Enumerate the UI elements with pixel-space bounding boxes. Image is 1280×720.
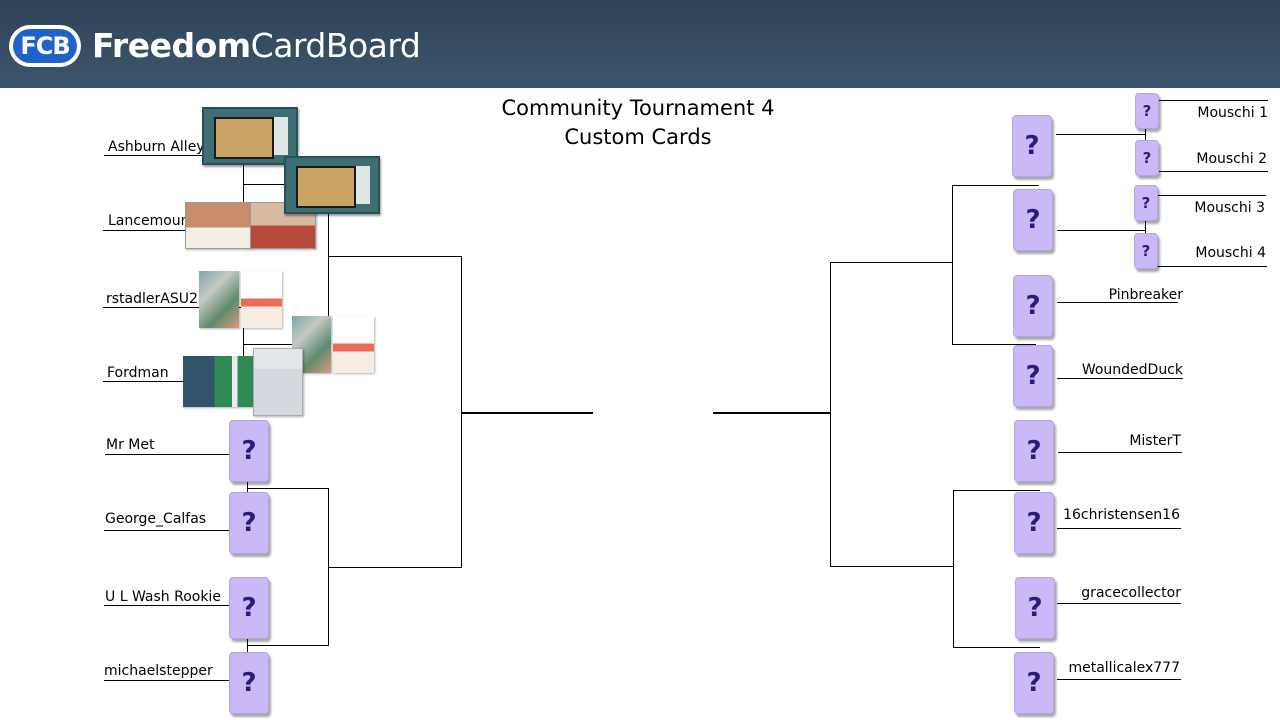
bracket-line	[1057, 378, 1183, 379]
bracket-line	[1145, 221, 1146, 233]
jersey-patch-card-back[interactable]	[253, 348, 303, 416]
bracket-line	[243, 307, 244, 381]
unknown-card-placeholder[interactable]: ?	[1014, 420, 1054, 482]
bracket-line	[103, 307, 244, 308]
left-player-6: George_Calfas	[105, 511, 207, 527]
refractor-card[interactable]	[199, 271, 239, 328]
left-player-5: Mr Met	[106, 437, 155, 453]
bracket-line	[104, 605, 248, 606]
unknown-card-placeholder[interactable]: ?	[1015, 577, 1055, 639]
unknown-card-placeholder[interactable]: ?	[229, 492, 269, 554]
bracket-line	[952, 185, 953, 345]
bracket-line	[831, 566, 954, 567]
bracket-line	[248, 488, 329, 489]
bracket-line	[104, 530, 248, 531]
right-player-6: WoundedDuck	[1081, 362, 1183, 378]
refractor-card-back[interactable]	[241, 271, 282, 328]
site-header: FCB FreedomCardBoard	[0, 0, 1280, 88]
unknown-card-placeholder[interactable]: ?	[1013, 275, 1053, 337]
graded-card-slab[interactable]	[284, 156, 380, 214]
bracket-line	[952, 185, 1039, 186]
unknown-card-placeholder[interactable]: ?	[229, 652, 269, 714]
left-player-2: Lancemount	[108, 213, 196, 229]
bracket-line	[1157, 266, 1267, 267]
bracket-line	[247, 605, 248, 680]
bracket-line	[953, 490, 954, 648]
bracket-line	[103, 381, 244, 382]
right-player-2: Mouschi 2	[1196, 151, 1267, 167]
tournament-title: Community Tournament 4 Custom Cards	[488, 94, 788, 152]
bracket-line	[1057, 603, 1181, 604]
right-player-3: Mouschi 3	[1194, 200, 1265, 216]
bracket-line	[1057, 302, 1178, 303]
bracket-line	[243, 155, 244, 231]
unknown-card-placeholder[interactable]: ?	[229, 577, 269, 639]
bracket-line	[328, 256, 462, 257]
left-player-4: Fordman	[107, 365, 169, 381]
right-player-5: Pinbreaker	[1108, 287, 1183, 303]
slab-label	[356, 166, 370, 204]
fcb-logo[interactable]: FCB	[9, 25, 81, 67]
left-player-8: michaelstepper	[104, 663, 213, 679]
bracket-line	[104, 680, 248, 681]
bracket-line	[1057, 679, 1181, 680]
right-player-9: gracecollector	[1081, 585, 1181, 601]
autograph-card[interactable]	[185, 202, 251, 249]
bracket-line	[103, 230, 244, 231]
left-player-3: rstadlerASU22	[106, 291, 207, 307]
unknown-card-placeholder[interactable]: ?	[1014, 492, 1054, 554]
right-player-1: Mouschi 1	[1197, 105, 1268, 121]
bracket-line	[1158, 195, 1266, 196]
bracket-line	[831, 262, 953, 263]
brand-name[interactable]: FreedomCardBoard	[92, 26, 421, 66]
brand-name-light: CardBoard	[250, 26, 421, 65]
bracket-line	[1058, 452, 1182, 453]
left-player-7: U L Wash Rookie	[105, 589, 221, 605]
bracket-line	[244, 344, 328, 345]
bracket-line	[1057, 230, 1146, 231]
left-player-1: Ashburn Alley	[108, 139, 205, 155]
graded-card-slab[interactable]	[202, 107, 298, 165]
bracket-line	[104, 155, 244, 156]
right-player-10: metallicalex777	[1068, 660, 1180, 676]
unknown-card-placeholder[interactable]: ?	[1014, 652, 1054, 714]
refractor-card-back[interactable]	[333, 316, 374, 373]
bracket-line	[1158, 100, 1268, 101]
bracket-line	[1056, 134, 1146, 135]
slab-label	[274, 117, 288, 155]
card-photo	[214, 117, 274, 159]
bracket-line	[713, 412, 831, 414]
unknown-card-placeholder[interactable]: ?	[229, 420, 269, 482]
unknown-card-placeholder-small[interactable]: ?	[1134, 233, 1158, 269]
tournament-title-line1: Community Tournament 4	[501, 96, 775, 120]
bracket-line	[248, 645, 329, 646]
bracket-line	[105, 454, 248, 455]
unknown-card-placeholder-small[interactable]: ?	[1135, 140, 1159, 176]
tournament-title-line2: Custom Cards	[564, 125, 712, 149]
bracket-line	[952, 344, 1036, 345]
bracket-line	[1057, 528, 1181, 529]
unknown-card-placeholder-small[interactable]: ?	[1134, 185, 1158, 221]
bracket-line	[328, 567, 462, 568]
bracket-line	[953, 490, 1040, 491]
card-photo	[296, 166, 356, 208]
bracket-line	[328, 184, 329, 345]
bracket-line	[461, 412, 593, 414]
unknown-card-placeholder-small[interactable]: ?	[1135, 93, 1159, 129]
unknown-card-placeholder[interactable]: ?	[1012, 115, 1052, 177]
fcb-logo-text: FCB	[13, 29, 77, 63]
bracket-line	[953, 647, 1040, 648]
right-player-8: 16christensen16	[1063, 507, 1180, 523]
unknown-card-placeholder[interactable]: ?	[1013, 189, 1053, 251]
right-player-4: Mouschi 4	[1195, 245, 1266, 261]
jersey-patch-card[interactable]	[183, 356, 253, 407]
bracket-line	[1158, 171, 1268, 172]
right-player-7: MisterT	[1129, 433, 1181, 449]
bracket-line	[830, 262, 831, 567]
brand-name-bold: Freedom	[92, 26, 251, 65]
unknown-card-placeholder[interactable]: ?	[1013, 345, 1053, 407]
